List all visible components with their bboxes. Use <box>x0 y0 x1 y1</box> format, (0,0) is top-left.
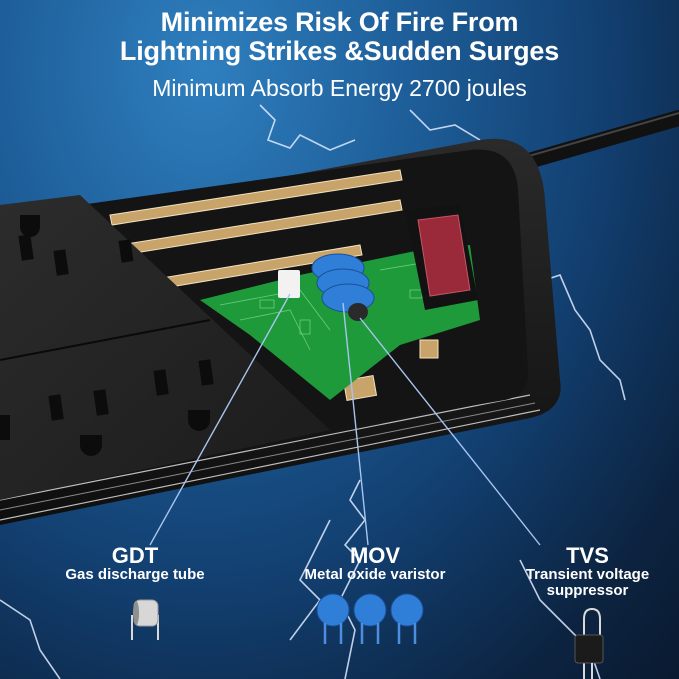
tvs-name-line-2: suppressor <box>546 582 629 599</box>
mov-callout-line <box>342 302 369 546</box>
gdt-label: GDT Gas discharge tube <box>60 545 210 583</box>
gdt-callout-line <box>149 293 291 546</box>
mov-name: Metal oxide varistor <box>304 566 446 583</box>
outlets <box>0 215 214 456</box>
tvs-callout-line <box>359 317 541 546</box>
headline-line-2: Lightning Strikes &Sudden Surges <box>119 36 560 66</box>
headline-line-1: Minimizes Risk Of Fire From <box>160 7 519 37</box>
mov-label: MOV Metal oxide varistor <box>285 545 465 583</box>
tvs-diode-icon <box>574 607 604 679</box>
power-switch <box>417 214 471 297</box>
gdt-component <box>278 270 300 298</box>
varistor-icon <box>316 593 424 644</box>
pcb-board <box>200 245 480 400</box>
tvs-component <box>348 303 368 321</box>
gdt-abbr: GDT <box>111 543 159 568</box>
energy-subline: Minimum Absorb Energy 2700 joules <box>152 75 527 101</box>
tvs-label: TVS Transient voltage suppressor <box>510 545 665 599</box>
gas-discharge-tube-icon <box>131 599 159 640</box>
callout-lines <box>149 293 541 546</box>
tvs-abbr: TVS <box>566 543 609 568</box>
gdt-name: Gas discharge tube <box>65 566 205 583</box>
mov-abbr: MOV <box>349 543 401 568</box>
headline: Minimizes Risk Of Fire From Lightning St… <box>0 8 679 66</box>
strip-top-cover <box>0 195 330 500</box>
tvs-name-line-1: Transient voltage <box>525 566 650 583</box>
